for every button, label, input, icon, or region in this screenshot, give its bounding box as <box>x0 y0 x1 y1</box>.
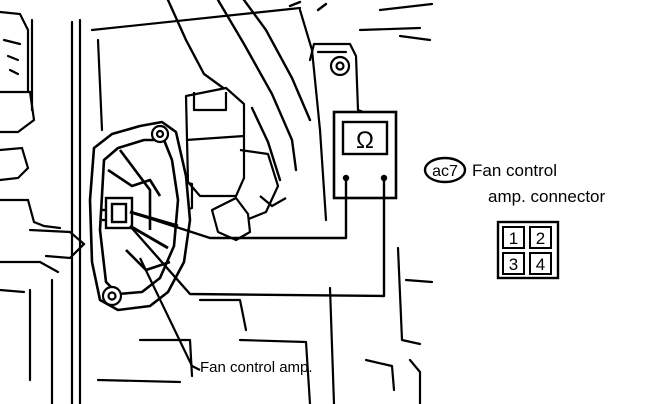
heater-unit-housing <box>90 2 434 404</box>
connector-code: ac7 <box>432 163 458 180</box>
connector-pin-2: 2 <box>536 229 545 248</box>
ohmmeter-display <box>341 120 389 156</box>
blower-relay <box>175 86 287 242</box>
amp-leader-line <box>139 257 201 371</box>
ohm-symbol: Ω <box>356 127 374 154</box>
ohmmeter: Ω <box>332 110 398 200</box>
air-duct-hose <box>166 0 328 182</box>
connector-label-line2: amp. connector <box>488 187 606 206</box>
amp-mounting-holes <box>101 124 170 307</box>
connector-pin-diagram: 1 2 3 4 <box>496 220 560 280</box>
amp-connector <box>102 196 134 230</box>
connector-pin-3: 3 <box>509 255 518 274</box>
connector-pin-4: 4 <box>536 255 545 274</box>
connector-label-line1: Fan control <box>472 161 557 180</box>
connector-pin-1: 1 <box>509 229 518 248</box>
test-lead-lower <box>129 181 386 298</box>
ohmmeter-terminal-left <box>342 174 350 182</box>
connector-code-badge: ac7 <box>423 156 467 184</box>
ohmmeter-terminal-right <box>380 174 388 182</box>
dashboard-structure <box>0 10 86 404</box>
mounting-bolt <box>329 55 351 77</box>
fan-control-amp-label: Fan control amp. <box>200 359 313 376</box>
test-leads <box>129 181 386 298</box>
